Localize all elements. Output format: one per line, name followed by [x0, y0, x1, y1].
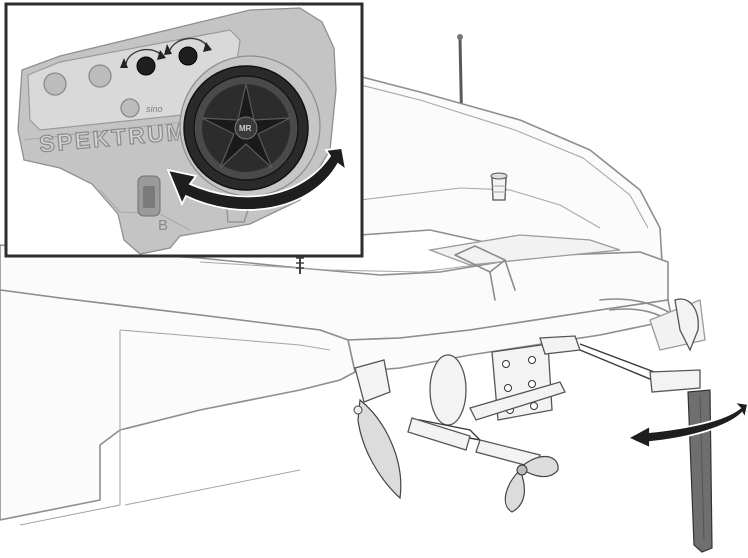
- right-rudder-mount: [649, 298, 706, 352]
- rear-hatch: [427, 234, 621, 301]
- model-logo: sino: [146, 104, 163, 114]
- rudder-blade: [687, 389, 713, 553]
- trim-rotate-arrows-icon: [120, 37, 212, 68]
- deck-post: [490, 172, 508, 201]
- steering-wheel: MR: [179, 55, 321, 197]
- transmitter-inset: sino SPEKTRUM B: [4, 2, 364, 258]
- wheel-logo: MR: [239, 124, 252, 133]
- channel-switch: B: [137, 175, 168, 234]
- channel-label: B: [158, 217, 168, 234]
- drive-assembly: [407, 298, 701, 513]
- left-trim-tab: [353, 359, 402, 500]
- rudder-turn-arrow-icon: [625, 400, 748, 450]
- wheel-rotate-arrow-icon: [166, 147, 348, 211]
